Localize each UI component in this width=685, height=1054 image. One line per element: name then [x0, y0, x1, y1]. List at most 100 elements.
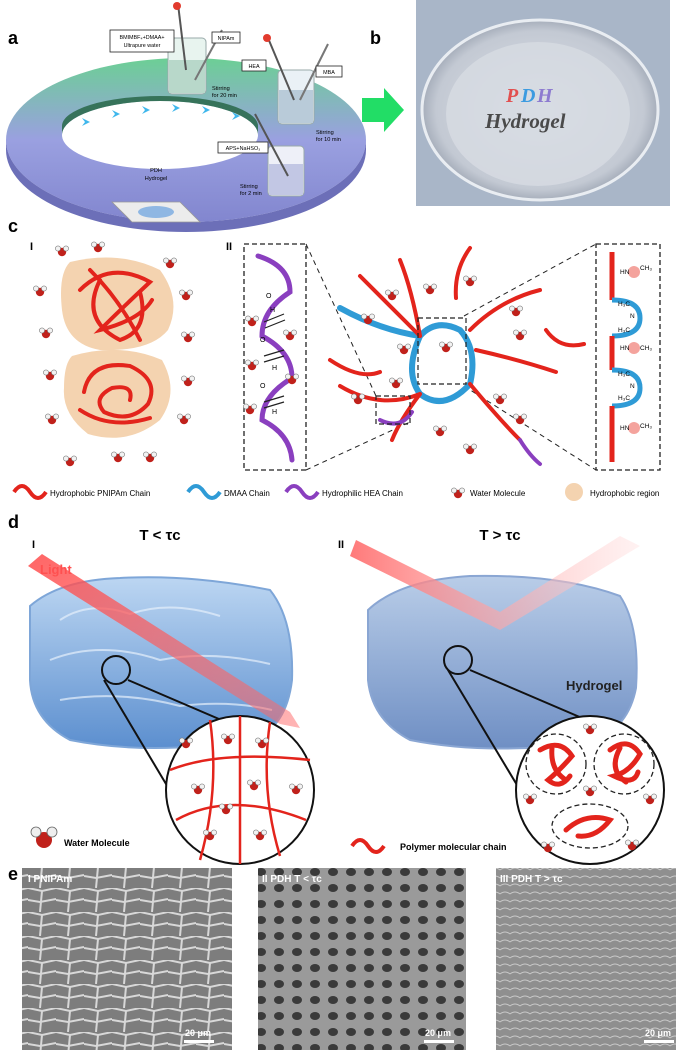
reagent-box-2: NIPAm: [211, 31, 241, 44]
reagent-box-3: HEA: [241, 59, 267, 72]
light-label: Light: [40, 562, 72, 577]
hea-chain: [255, 253, 295, 463]
pdh-d: D: [520, 85, 535, 107]
svg-text:H₃C: H₃C: [618, 395, 630, 402]
pdh-p: P: [505, 85, 519, 107]
sub-i-d: I: [32, 539, 35, 551]
flow-chevrons: [82, 104, 240, 126]
panel-e-letter: e: [8, 864, 18, 884]
step-3-label: Stirring: [240, 184, 258, 190]
svg-text:MBA: MBA: [323, 70, 335, 76]
pdh-h: H: [536, 85, 554, 107]
zoom-box-hea: [243, 243, 307, 471]
svg-text:HN: HN: [620, 345, 630, 352]
detail-chem-labels: HN CH₃ H₃C N H₃C HN CH₃ H₃C N H₃C HN CH₃: [618, 265, 652, 434]
panel-c-letter: c: [8, 216, 18, 236]
legend-chain-d: Polymer molecular chain: [350, 838, 507, 854]
legend-water-d: Water Molecule: [30, 826, 130, 848]
legend-swatch-pnipam: [12, 484, 48, 500]
svg-text:HEA: HEA: [248, 64, 259, 70]
panel-d-letter: d: [8, 512, 19, 532]
detail-dmaa-2: [611, 367, 643, 409]
gel-block-high: [367, 574, 638, 750]
reagent-box-4: MBA: [315, 65, 343, 78]
svg-text:APS+NaHSO₃: APS+NaHSO₃: [226, 146, 261, 152]
temp-low: T < τc: [139, 527, 180, 544]
svg-text:CH₃: CH₃: [640, 423, 652, 430]
svg-text:NIPAm: NIPAm: [218, 36, 235, 42]
panel-b-letter: b: [370, 28, 381, 48]
polymer-network: [328, 246, 586, 466]
hbond-h-1: H: [270, 307, 275, 314]
svg-text:N: N: [630, 313, 635, 320]
zoom-box-dmaa: [417, 317, 467, 385]
hbond-o-3: O: [260, 383, 266, 390]
sem-image-pnipam: [22, 868, 232, 1050]
panel-e: e I PNIPAm II PDH T < τc III PDH T > τc …: [8, 864, 676, 1050]
legend-label-dmaa: DMAA Chain: [224, 489, 270, 498]
step-1-label: Stirring: [212, 86, 230, 92]
legend-label-water: Water Molecule: [470, 489, 526, 498]
sem-label-2: II PDH T < τc: [262, 874, 322, 885]
tangled-chain-bottom: [78, 363, 154, 425]
zoom-lines: [305, 243, 597, 471]
scale-label-1: 20 μm: [185, 1028, 211, 1038]
svg-text:HN: HN: [620, 269, 630, 276]
legend-swatch-region: [565, 483, 583, 501]
sub-ii-d: II: [338, 539, 344, 551]
hydrogel-disc: [446, 42, 630, 186]
network-chains: [169, 716, 311, 864]
temp-high: T > τc: [479, 527, 520, 544]
collapsed-coils: [525, 733, 655, 849]
panel-b: b P D H Hydrogel: [370, 0, 670, 206]
sem-label-1: I PNIPAm: [28, 874, 72, 885]
legend-label-region: Hydrophobic region: [590, 489, 659, 498]
hbond-o-2: O: [260, 337, 266, 344]
step-2-time: for 10 min: [316, 137, 341, 143]
sub-i-c: I: [30, 241, 33, 253]
legend-label-hea: Hydrophilic HEA Chain: [322, 489, 403, 498]
beaker-2: [263, 34, 329, 125]
legend-swatch-water: [451, 487, 465, 499]
step-2-label: Stirring: [316, 130, 334, 136]
panel-a: a: [6, 2, 404, 232]
sem-label-3: III PDH T > τc: [500, 874, 563, 885]
reagent-box-5: APS+NaHSO₃: [217, 141, 269, 154]
sem-image-pdh-low: [258, 868, 466, 1050]
svg-text:CH₃: CH₃: [640, 345, 652, 352]
light-beam-in: [28, 554, 300, 728]
svg-text:H₃C: H₃C: [618, 301, 630, 308]
svg-text:CH₃: CH₃: [640, 265, 652, 272]
panel-c: c I II O H O H O H: [8, 216, 661, 501]
legend-swatch-hea: [284, 484, 320, 500]
tangled-chain-top: [78, 268, 154, 343]
hydrogel-label: Hydrogel: [566, 678, 622, 693]
detail-dmaa-1: [611, 297, 643, 339]
hydrogen-bonds: [263, 313, 286, 409]
zoom-source-high: [443, 645, 473, 675]
gel-block-low: [29, 576, 294, 749]
legend-water-label: Water Molecule: [64, 838, 130, 848]
legend-chain-label: Polymer molecular chain: [400, 842, 507, 852]
svg-text:H₃C: H₃C: [618, 371, 630, 378]
legend-c: Hydrophobic PNIPAm Chain DMAA Chain Hydr…: [12, 483, 659, 501]
product-label-1: PDH: [150, 168, 162, 174]
svg-text:Ultrapure water: Ultrapure water: [124, 43, 161, 49]
legend-swatch-dmaa: [186, 484, 222, 500]
zoom-source-low: [101, 655, 131, 685]
reagent-box-1: BMIMBF₄+DMAA+ Ultrapure water: [109, 29, 175, 53]
scale-label-3: 20 μm: [645, 1028, 671, 1038]
panel-d: d I II T < τc T > τc Light Hydrogel: [8, 512, 665, 865]
scale-label-2: 20 μm: [425, 1028, 451, 1038]
water-molecules-network: [351, 275, 527, 455]
step-1-time: for 20 min: [212, 93, 237, 99]
beaker-3: [254, 113, 305, 197]
zoom-box-small: [375, 395, 411, 425]
green-arrow: [362, 88, 404, 132]
svg-text:HN: HN: [620, 425, 630, 432]
sem-image-pdh-high: [496, 868, 676, 1050]
hbond-h-3: H: [272, 409, 277, 416]
hydrogel-word: Hydrogel: [484, 109, 566, 133]
scale-bar-2: [424, 1040, 454, 1043]
